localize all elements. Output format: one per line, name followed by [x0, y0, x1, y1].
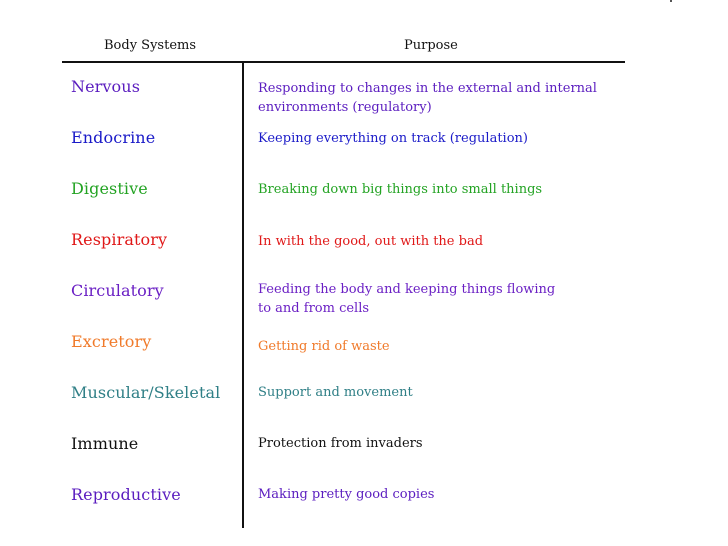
system-name: Digestive — [71, 179, 148, 198]
system-purpose: Responding to changes in the external an… — [258, 81, 597, 115]
header-divider — [62, 61, 625, 63]
system-name: Endocrine — [71, 128, 156, 147]
system-name: Nervous — [71, 77, 141, 96]
system-purpose: Protection from invaders — [258, 436, 423, 451]
system-purpose: Keeping everything on track (regulation) — [258, 131, 528, 146]
system-purpose: Support and movement — [258, 385, 413, 400]
system-name: Excretory — [71, 332, 152, 351]
system-name: Respiratory — [71, 230, 168, 249]
system-name: Reproductive — [71, 485, 181, 504]
system-purpose: Breaking down big things into small thin… — [258, 182, 543, 197]
system-purpose: Getting rid of waste — [258, 339, 390, 354]
system-purpose: Feeding the body and keeping things flow… — [258, 282, 556, 316]
system-name: Circulatory — [71, 281, 164, 300]
system-name: Immune — [71, 434, 139, 453]
corner-dot — [670, 0, 672, 2]
header-purpose: Purpose — [404, 38, 458, 53]
system-name: Muscular/Skeletal — [71, 383, 221, 402]
column-divider — [242, 62, 244, 528]
system-purpose: In with the good, out with the bad — [258, 234, 484, 249]
header-body-systems: Body Systems — [104, 38, 197, 53]
system-purpose: Making pretty good copies — [258, 487, 435, 502]
